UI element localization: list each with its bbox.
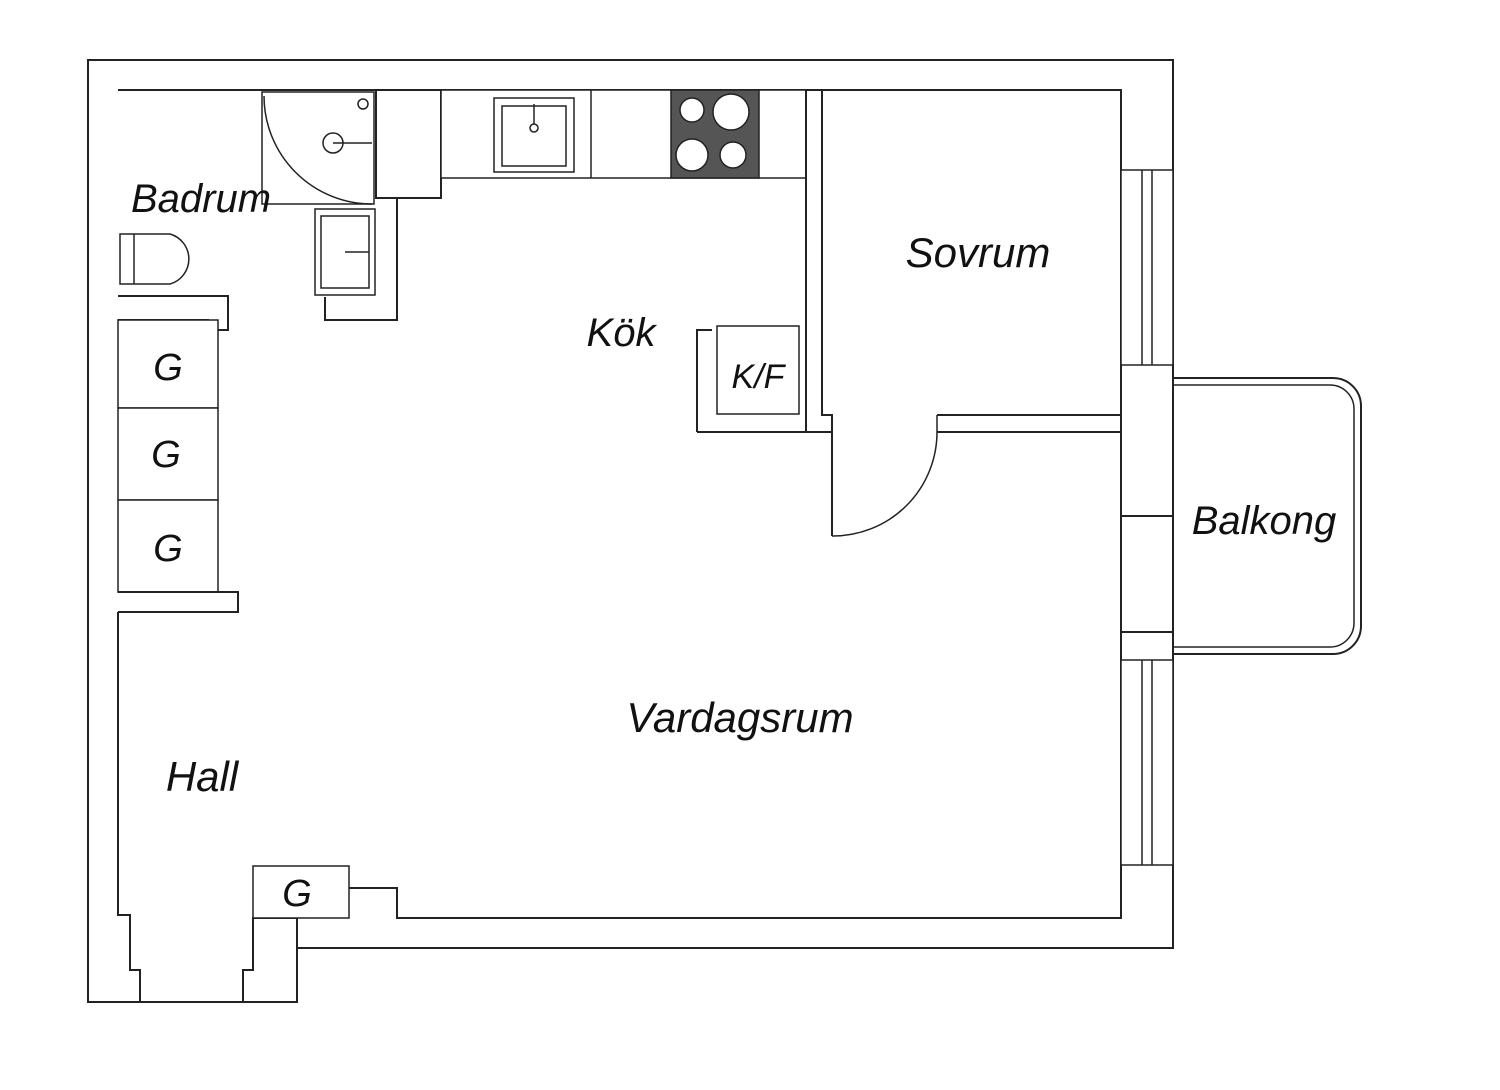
fridge-niche: [696, 90, 832, 433]
room-label-hall: Hall: [166, 753, 240, 800]
closet-2-label: G: [151, 434, 181, 476]
closet-1-label: G: [153, 347, 183, 389]
closet-2: [117, 407, 219, 501]
bedroom-lower-wall: [937, 414, 1121, 433]
room-label-kok: Kök: [587, 311, 658, 355]
bedroom-window: [1120, 169, 1174, 366]
room-label-vardagsrum: Vardagsrum: [626, 694, 853, 741]
balcony-outline: [1173, 377, 1362, 655]
room-label-badrum: Badrum: [131, 177, 271, 221]
closet-3-label: G: [153, 528, 183, 570]
stove-burner: [675, 138, 709, 172]
stove-burner: [679, 97, 705, 123]
bedroom-wall: [821, 90, 833, 536]
room-label-sovrum: Sovrum: [906, 229, 1051, 276]
closet-wall: [118, 591, 239, 613]
shower-curve: [263, 95, 373, 205]
shower-head-icon: [357, 98, 369, 110]
balcony-inner-rail: [1173, 384, 1355, 648]
toilet-icon: [119, 233, 190, 285]
closet-4-label: G: [282, 873, 312, 915]
living-window: [1120, 659, 1174, 866]
bedroom-door-swing: [831, 415, 938, 537]
shower-tray: [261, 91, 375, 205]
room-label-balkong: Balkong: [1192, 499, 1337, 543]
fridge-icon: [716, 325, 800, 415]
hall-inner-wall: [117, 612, 141, 1002]
stove-burner: [712, 93, 750, 131]
closet-4: [252, 865, 350, 919]
balcony-door-jamb: [1120, 432, 1173, 660]
bathroom-partition: [324, 198, 398, 321]
fridge-label: K/F: [732, 358, 787, 396]
closet-1: [117, 319, 219, 409]
stove-burner: [719, 141, 747, 169]
kitchen-sink-drain: [529, 123, 539, 133]
inner-wall: [118, 89, 1122, 919]
hall-door-jamb: [242, 917, 298, 1002]
